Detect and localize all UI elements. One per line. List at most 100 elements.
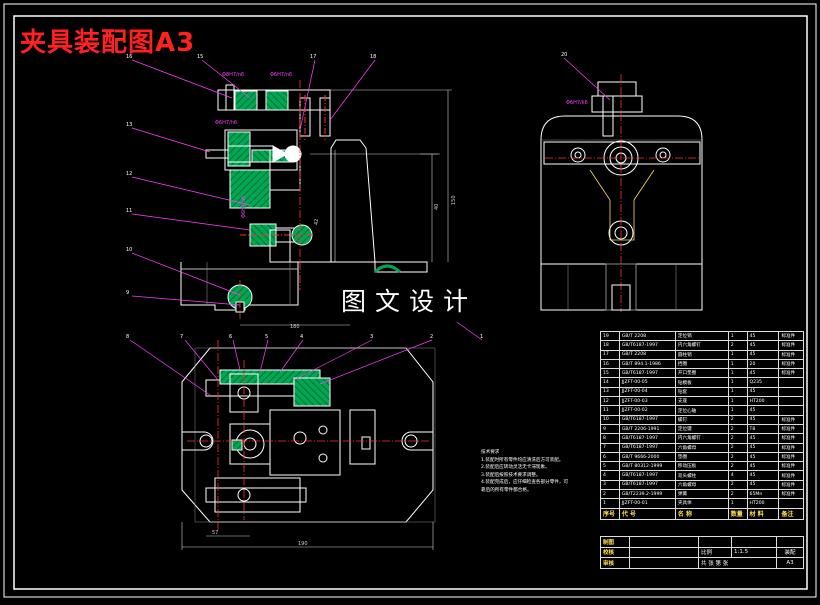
outer-border xyxy=(3,3,817,598)
bom-cell: 标准件 xyxy=(778,358,804,370)
length-dim-3: 190 xyxy=(298,541,308,547)
bom-cell: 2 xyxy=(727,442,748,453)
bom-cell: 1 xyxy=(727,330,748,342)
bom-cell: GB/T6187-1997 xyxy=(618,442,676,453)
bom-cell: 45 xyxy=(746,414,780,425)
side-view xyxy=(540,74,703,312)
bom-header-cell: 代 号 xyxy=(618,507,676,520)
bom-cell: 六角螺母 xyxy=(674,442,729,453)
callout-front-1: 15 xyxy=(197,54,203,60)
bom-cell: 7 xyxy=(600,442,620,453)
watermark: 图文设计 xyxy=(318,282,500,322)
bom-cell: 45 xyxy=(746,405,780,416)
bom-cell: 1 xyxy=(727,368,748,379)
notes-line: 靠后的所有零件都合格。 xyxy=(481,487,532,493)
bom-cell: HT200 xyxy=(746,396,780,407)
bom-cell: 钻模板 xyxy=(674,377,729,388)
bom-header-cell: 序号 xyxy=(600,507,620,520)
bom-cell: 六角螺母 xyxy=(674,479,729,491)
bom-cell: 标准件 xyxy=(778,340,804,351)
bom-cell: 45 xyxy=(746,386,780,398)
bom-cell: 45 xyxy=(746,330,780,342)
bom-cell: 2 xyxy=(727,414,748,425)
bom-cell: 标准件 xyxy=(778,330,804,342)
bom-cell xyxy=(778,498,804,509)
bom-cell: 标准件 xyxy=(778,461,804,472)
bom-cell: 开口垫圈 xyxy=(674,368,729,379)
bom-cell: GB/T 2208 xyxy=(618,330,676,342)
bom-cell: HT200 xyxy=(746,498,780,509)
bom-cell: 10 xyxy=(600,414,620,425)
callout-front-8: 9 xyxy=(126,290,129,296)
fit-dim-2: Φ6H7/n6 xyxy=(270,72,292,78)
reviewed-by-value xyxy=(629,557,699,569)
scale-value: 1:1.5 xyxy=(731,546,777,559)
bom-cell: GB/T6187-1997 xyxy=(618,433,676,444)
paper-size: A3 xyxy=(776,557,804,569)
bom-cell: 定位销 xyxy=(674,330,729,342)
bom-cell: 挡圈 xyxy=(674,358,729,370)
callout-plan-2: 6 xyxy=(229,334,232,340)
bom-cell: 内六角螺钉 xyxy=(674,433,729,444)
callout-front-2: 17 xyxy=(310,54,316,60)
bom-cell: 45 xyxy=(746,368,780,379)
bom-cell: 8 xyxy=(600,433,620,444)
bom-cell: 圆柱销 xyxy=(674,349,729,360)
bom-cell: 定位键 xyxy=(674,423,729,435)
bom-cell: 支座 xyxy=(674,396,729,407)
bom-cell: 45 xyxy=(746,451,780,463)
notes-line: 2.装配后应转动灵活无卡滞现象。 xyxy=(481,465,550,471)
callout-front-5: 12 xyxy=(126,171,132,177)
bom-cell: 标准件 xyxy=(778,479,804,491)
bom-cell: JJZFT-00-03 xyxy=(618,396,676,407)
bom-cell: 钻套 xyxy=(674,386,729,398)
bom-cell: 标准件 xyxy=(778,470,804,481)
sheet-label: 共 张 第 张 xyxy=(698,557,777,569)
bom-cell: 9 xyxy=(600,423,620,435)
bom-cell: 垫圈 xyxy=(674,451,729,463)
bom-cell: JJZFT-00-01 xyxy=(618,498,676,509)
front-view xyxy=(180,80,452,326)
bom-cell: 1 xyxy=(727,377,748,388)
bom-cell: 1 xyxy=(727,405,748,416)
bom-cell xyxy=(778,386,804,398)
bom-cell: GB/T6187-1997 xyxy=(618,470,676,481)
fit-dim-5: Φ6H7/k6 xyxy=(566,100,588,106)
bom-cell: 65Mn xyxy=(746,489,780,500)
bom-cell: 标准件 xyxy=(778,451,804,463)
bom-cell: 移动压板 xyxy=(674,461,729,472)
bom-cell: GB/T2239.2-1999 xyxy=(618,489,676,500)
notes-line: 3.装配后按照技术要求调整。 xyxy=(481,472,541,478)
bom-cell: 45 xyxy=(746,340,780,351)
notes-line: 4.装配完成后，应仔细检查各部分零件，可 xyxy=(481,480,569,486)
bom-cell: 19 xyxy=(600,330,620,342)
bom-cell: 标准件 xyxy=(778,433,804,444)
bom-cell: 16 xyxy=(600,358,620,370)
scale-label: 比例 xyxy=(698,546,732,559)
bom-cell: 1 xyxy=(727,386,748,398)
bom-cell: 14 xyxy=(600,377,620,388)
bom-cell: JJZFT-00-05 xyxy=(618,377,676,388)
bom-header-cell: 名 称 xyxy=(674,507,729,520)
bom-cell: 2 xyxy=(727,489,748,500)
callout-front-3: 18 xyxy=(370,54,376,60)
drawing-title: 夹具装配图A3 xyxy=(20,28,196,58)
bom-cell: 弹簧 xyxy=(674,489,729,500)
blank-cell xyxy=(698,536,732,548)
callout-front-6: 11 xyxy=(126,208,132,214)
bom-cell: 1 xyxy=(727,349,748,360)
bom-cell: 17 xyxy=(600,349,620,360)
callout-side-0: 20 xyxy=(561,52,567,58)
bom-cell: Q235 xyxy=(746,377,780,388)
bom-cell: GB/T 2206-1991 xyxy=(618,423,676,435)
bom-cell: 4 xyxy=(600,470,620,481)
bom-cell: 1 xyxy=(727,358,748,370)
